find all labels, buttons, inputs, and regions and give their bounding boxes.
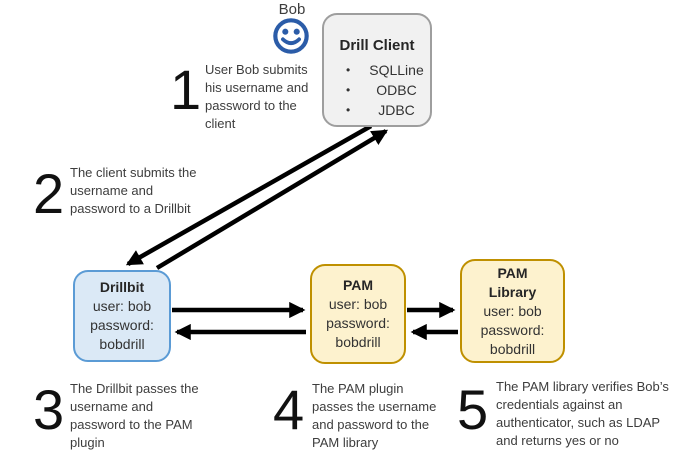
pam-box: PAM user: bob password: bobdrill: [310, 264, 406, 364]
step-5-number: 5: [457, 378, 489, 441]
step-1-number: 1: [170, 58, 202, 121]
drillbit-password-value: bobdrill: [99, 336, 145, 352]
step-1-text: User Bob submits his username and passwo…: [205, 62, 309, 131]
client-feature-sqlline: SQLLine: [346, 60, 430, 80]
pam-password-label: password:: [326, 315, 390, 331]
smiley-face-icon: [273, 18, 309, 54]
pam-title: PAM: [342, 277, 374, 293]
step-5-text: The PAM library verifies Bob’s credentia…: [496, 379, 669, 448]
pam-library-user-line: user: bob: [483, 302, 542, 319]
drillbit-user-line: user: bob: [92, 298, 152, 314]
step-4-number: 4: [273, 378, 305, 441]
client-feature-odbc: ODBC: [346, 80, 430, 100]
step-3-text: The Drillbit passes the username and pas…: [70, 381, 199, 450]
drill-client-feature-list: SQLLine ODBC JDBC: [324, 60, 430, 120]
step-2-number: 2: [33, 162, 65, 225]
step-2-text: The client submits the username and pass…: [70, 165, 197, 216]
pam-user-line: user: bob: [328, 296, 388, 312]
step-4-text: The PAM plugin passes the username and p…: [312, 381, 437, 450]
drill-client-box: Drill Client SQLLine ODBC JDBC: [322, 13, 432, 127]
pam-library-password-label: password:: [480, 321, 545, 338]
pam-library-title: PAM Library: [488, 264, 537, 300]
drillbit-box: Drillbit user: bob password: bobdrill: [73, 270, 171, 362]
step-3-number: 3: [33, 378, 65, 441]
drillbit-password-label: password:: [90, 317, 154, 333]
drillbit-title: Drillbit: [99, 279, 145, 295]
pam-library-box: PAM Library user: bob password: bobdrill: [460, 259, 565, 363]
pam-password-value: bobdrill: [335, 334, 381, 350]
actor-bob-label: Bob: [278, 1, 306, 18]
pam-library-password-value: bobdrill: [489, 340, 536, 357]
drill-client-title: Drill Client: [339, 37, 415, 54]
client-feature-jdbc: JDBC: [346, 100, 430, 120]
